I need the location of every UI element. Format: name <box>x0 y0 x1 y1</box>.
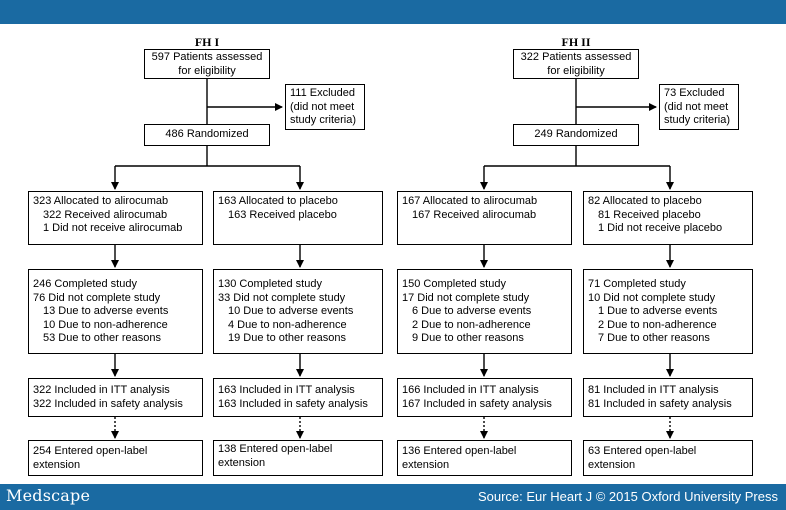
box-line: 81 Received placebo <box>598 208 701 221</box>
fh1-alirocumab-extension-box: 254 Entered open-label extension <box>28 440 203 476</box>
fh1-placebo-analysis-box: 163 Included in ITT analysis 163 Include… <box>213 378 383 417</box>
fh2-assessed-box: 322 Patients assessed for eligibility <box>513 49 639 79</box>
box-line: 82 Allocated to placebo <box>588 195 702 207</box>
box-line: 130 Completed study <box>218 278 322 290</box>
box-line: 6 Due to adverse events <box>412 305 532 317</box>
box-line: 322 Received alirocumab <box>43 208 168 221</box>
box-line: 17 Did not complete study <box>402 291 530 304</box>
box-line: 63 Entered open-label <box>588 445 697 457</box>
box-line: 53 Due to other reasons <box>43 332 162 344</box>
box-line: 10 Due to non-adherence <box>43 318 168 331</box>
box-line: study criteria) <box>664 114 731 126</box>
fh1-excluded-box: 111 Excluded (did not meet study criteri… <box>285 84 365 130</box>
fh1-heading: FH I <box>194 35 220 49</box>
box-line: 2 Due to non-adherence <box>412 318 531 331</box>
box-line: 246 Completed study <box>33 278 137 290</box>
box-line: 136 Entered open-label <box>402 445 517 457</box>
box-line: 7 Due to other reasons <box>598 332 710 344</box>
box-line: 81 Included in ITT analysis <box>588 384 719 396</box>
box-line: 167 Received alirocumab <box>412 208 537 221</box>
fh2-placebo-extension-box: 63 Entered open-label extension <box>583 440 753 476</box>
top-bar <box>0 0 786 24</box>
box-line: 163 Allocated to placebo <box>218 195 338 207</box>
fh2-excluded-box: 73 Excluded (did not meet study criteria… <box>659 84 739 130</box>
fh1-placebo-allocation-box: 163 Allocated to placebo 163 Received pl… <box>213 191 383 245</box>
box-line: 167 Included in safety analysis <box>402 397 552 410</box>
medscape-logo[interactable]: Medscape <box>6 486 91 505</box>
box-line: 1 Due to adverse events <box>598 305 718 317</box>
box-line: 1 Did not receive placebo <box>598 222 723 234</box>
fh1-alirocumab-completion-box: 246 Completed study 76 Did not complete … <box>28 269 203 354</box>
fh2-randomized-box: 249 Randomized <box>513 124 639 146</box>
box-line: 10 Due to adverse events <box>228 305 354 317</box>
box-line: 163 Received placebo <box>228 208 337 221</box>
box-line: 150 Completed study <box>402 278 506 290</box>
box-line: 10 Did not complete study <box>588 291 716 304</box>
box-line: for eligibility <box>178 64 236 77</box>
fh2-alirocumab-completion-box: 150 Completed study 17 Did not complete … <box>397 269 572 354</box>
fh2-alirocumab-allocation-box: 167 Allocated to alirocumab 167 Received… <box>397 191 572 245</box>
box-line: 13 Due to adverse events <box>43 305 169 317</box>
footer-bar <box>0 484 786 510</box>
box-line: (did not meet <box>290 100 355 113</box>
box-line: 76 Did not complete study <box>33 291 161 304</box>
fh1-alirocumab-analysis-box: 322 Included in ITT analysis 322 Include… <box>28 378 203 417</box>
fh1-placebo-extension-box: 138 Entered open-label extension <box>213 440 383 476</box>
box-line: 322 Patients assessed <box>520 51 632 63</box>
box-line: for eligibility <box>547 64 605 77</box>
box-line: 19 Due to other reasons <box>228 332 347 344</box>
box-line: 323 Allocated to alirocumab <box>33 195 169 207</box>
fh2-alirocumab-analysis-box: 166 Included in ITT analysis 167 Include… <box>397 378 572 417</box>
fh2-placebo-completion-box: 71 Completed study 10 Did not complete s… <box>583 269 753 354</box>
box-line: 166 Included in ITT analysis <box>402 384 539 396</box>
box-line: study criteria) <box>290 114 357 126</box>
box-line: extension <box>218 456 266 469</box>
fh1-assessed-box: 597 Patients assessed for eligibility <box>144 49 270 79</box>
box-line: 9 Due to other reasons <box>412 332 524 344</box>
box-line: 322 Included in ITT analysis <box>33 384 170 396</box>
fh2-placebo-analysis-box: 81 Included in ITT analysis 81 Included … <box>583 378 753 417</box>
box-line: 163 Included in ITT analysis <box>218 384 355 396</box>
fh1-alirocumab-allocation-box: 323 Allocated to alirocumab 322 Received… <box>28 191 203 245</box>
box-line: 33 Did not complete study <box>218 291 346 304</box>
box-line: 71 Completed study <box>588 278 686 290</box>
box-line: 111 Excluded <box>290 87 356 99</box>
box-line: (did not meet <box>664 100 729 113</box>
box-line: 1 Did not receive alirocumab <box>43 222 183 234</box>
box-line: 4 Due to non-adherence <box>228 318 347 331</box>
fh1-randomized-box: 486 Randomized <box>144 124 270 146</box>
box-line: 81 Included in safety analysis <box>588 397 732 410</box>
box-line: 167 Allocated to alirocumab <box>402 195 538 207</box>
fh2-alirocumab-extension-box: 136 Entered open-label extension <box>397 440 572 476</box>
box-line: extension <box>588 458 636 471</box>
fh2-heading: FH II <box>561 35 591 49</box>
box-line: 597 Patients assessed <box>151 51 263 63</box>
box-line: extension <box>33 458 81 471</box>
box-line: 322 Included in safety analysis <box>33 397 183 410</box>
box-line: 73 Excluded <box>664 87 725 99</box>
box-line: 138 Entered open-label <box>218 443 333 455</box>
fh2-placebo-allocation-box: 82 Allocated to placebo 81 Received plac… <box>583 191 753 245</box>
box-line: 254 Entered open-label <box>33 445 148 457</box>
box-line: 2 Due to non-adherence <box>598 318 717 331</box>
box-line: 163 Included in safety analysis <box>218 397 368 410</box>
source-credit: Source: Eur Heart J © 2015 Oxford Univer… <box>477 489 778 504</box>
fh1-placebo-completion-box: 130 Completed study 33 Did not complete … <box>213 269 383 354</box>
box-line: extension <box>402 458 450 471</box>
